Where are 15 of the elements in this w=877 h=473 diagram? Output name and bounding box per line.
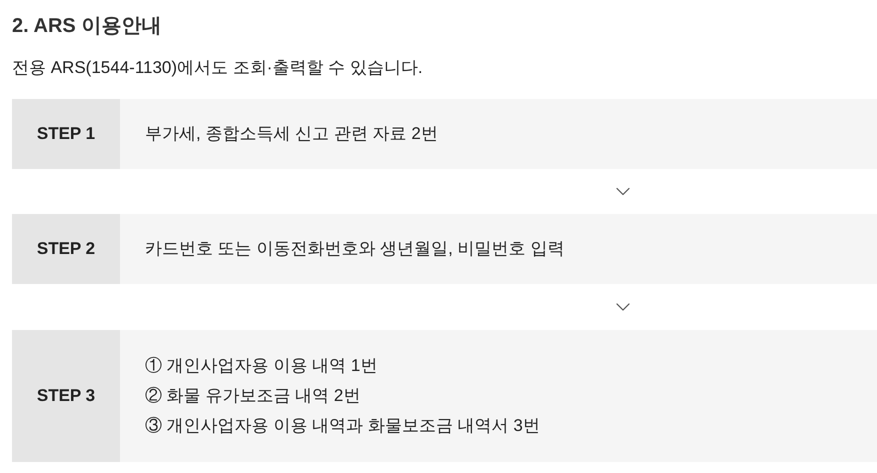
step-row: [12, 99, 877, 169]
step-description: ① 개인사업자용 이용 내역 1번: [145, 355, 378, 377]
step-row: [12, 330, 877, 462]
step-description: 부가세, 종합소득세 신고 관련 자료 2번: [145, 123, 438, 145]
chevron-arrow: [616, 303, 630, 311]
step-label: STEP 3: [12, 330, 120, 462]
step-label: STEP 2: [12, 214, 120, 284]
chevron-arrow: [616, 188, 630, 196]
step-description: ③ 개인사업자용 이용 내역과 화물보조금 내역서 3번: [145, 415, 540, 437]
section-title: 2. ARS 이용안내: [12, 14, 162, 39]
step-description: ② 화물 유가보조금 내역 2번: [145, 385, 362, 407]
step-row: [12, 214, 877, 284]
intro-text: 전용 ARS(1544-1130)에서도 조회·출력할 수 있습니다.: [12, 57, 423, 79]
step-description: 카드번호 또는 이동전화번호와 생년월일, 비밀번호 입력: [145, 238, 564, 260]
step-label: STEP 1: [12, 99, 120, 169]
